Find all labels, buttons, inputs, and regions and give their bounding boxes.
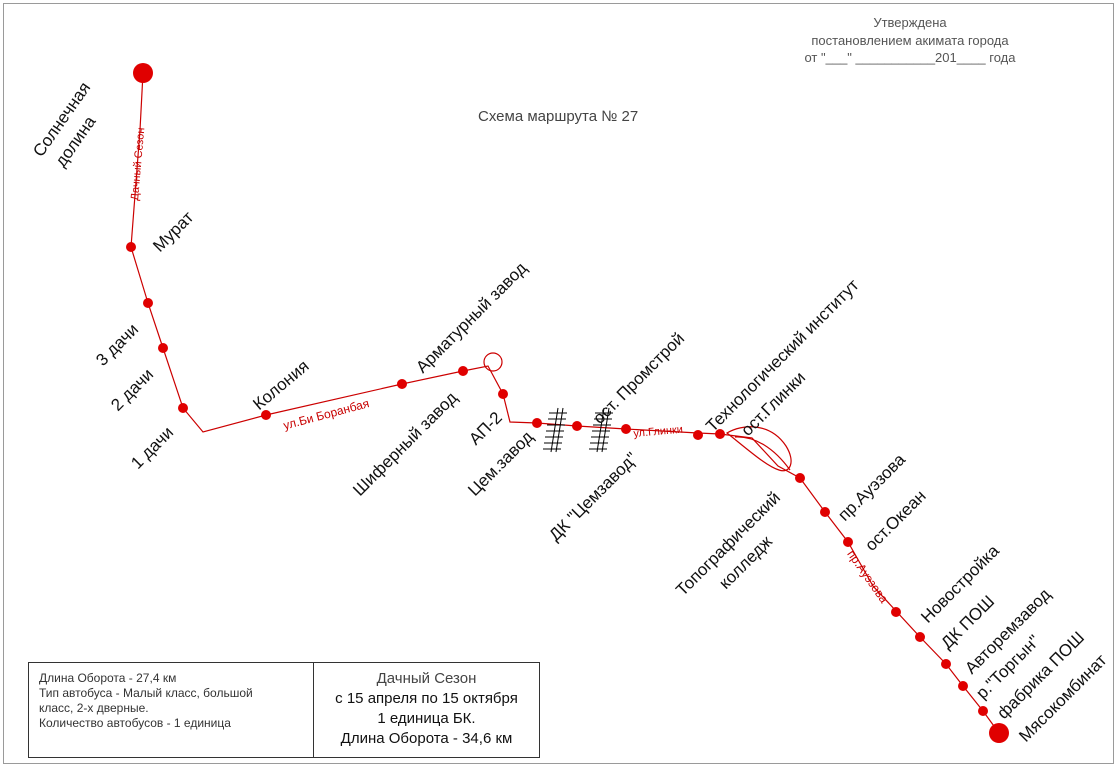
stop-shiferny	[458, 366, 468, 376]
stop-fabrika-posh	[978, 706, 988, 716]
stop-3-dachi	[143, 298, 153, 308]
rail-crossing-2b	[601, 407, 610, 453]
season-units: 1 единица БК.	[377, 710, 476, 727]
loop-glinki	[725, 426, 792, 472]
loop-glinki-inner	[734, 436, 791, 471]
stop-avtoremzavod	[941, 659, 951, 669]
season-length: Длина Оборота - 34,6 км	[340, 730, 513, 747]
season-title: Дачный Сезон	[376, 670, 477, 687]
stop-tech-institute	[693, 430, 703, 440]
stop-murat	[126, 242, 136, 252]
loop-armaturny	[483, 352, 503, 372]
rail-crossing-2	[596, 407, 605, 453]
map-frame	[3, 3, 1114, 764]
rail-crossing-1	[550, 407, 559, 453]
approval-line-3: от "___" ___________201____ года	[804, 50, 1016, 65]
stop-ap2	[498, 389, 508, 399]
stop-tsem-zavod	[532, 418, 542, 428]
stop-glinki-street	[621, 424, 631, 434]
stop-1-dachi	[178, 403, 188, 413]
approval-line-2: постановлением акимата города	[811, 33, 1009, 48]
stop-solnechnaya-dolina	[133, 63, 153, 83]
info-count: Количество автобусов - 1 единица	[39, 716, 231, 730]
season-dates: с 15 апреля по 15 октября	[335, 690, 518, 707]
stop-ost-okean	[843, 537, 853, 547]
rail-ties-2	[589, 412, 613, 450]
rail-crossings	[543, 407, 613, 453]
stop-armaturny	[397, 379, 407, 389]
rail-ties-1	[543, 412, 567, 450]
info-bus-type-2: класс, 2-х дверные.	[39, 701, 149, 715]
stop-myasokombinat	[989, 723, 1009, 743]
rail-crossing-1b	[555, 407, 564, 453]
stop-topo-college	[795, 473, 805, 483]
info-bus-type-1: Тип автобуса - Малый класс, большой	[39, 686, 253, 700]
stop-ost-glinki	[715, 429, 725, 439]
stop-koloniya	[261, 410, 271, 420]
stop-promstroy	[572, 421, 582, 431]
stop-torgyn	[958, 681, 968, 691]
info-regular: Длина Оборота - 27,4 км Тип автобуса - М…	[29, 663, 314, 757]
info-season: Дачный Сезон с 15 апреля по 15 октября 1…	[314, 663, 539, 763]
stop-2-dachi	[158, 343, 168, 353]
approval-line-1: Утверждена	[873, 15, 947, 30]
map-title: Схема маршрута № 27	[478, 108, 639, 125]
info-table: Длина Оборота - 27,4 км Тип автобуса - М…	[28, 662, 540, 758]
stop-dk-posh	[915, 632, 925, 642]
stop-pr-auezova	[820, 507, 830, 517]
info-length: Длина Оборота - 27,4 км	[39, 671, 177, 685]
stop-novostroyka	[891, 607, 901, 617]
